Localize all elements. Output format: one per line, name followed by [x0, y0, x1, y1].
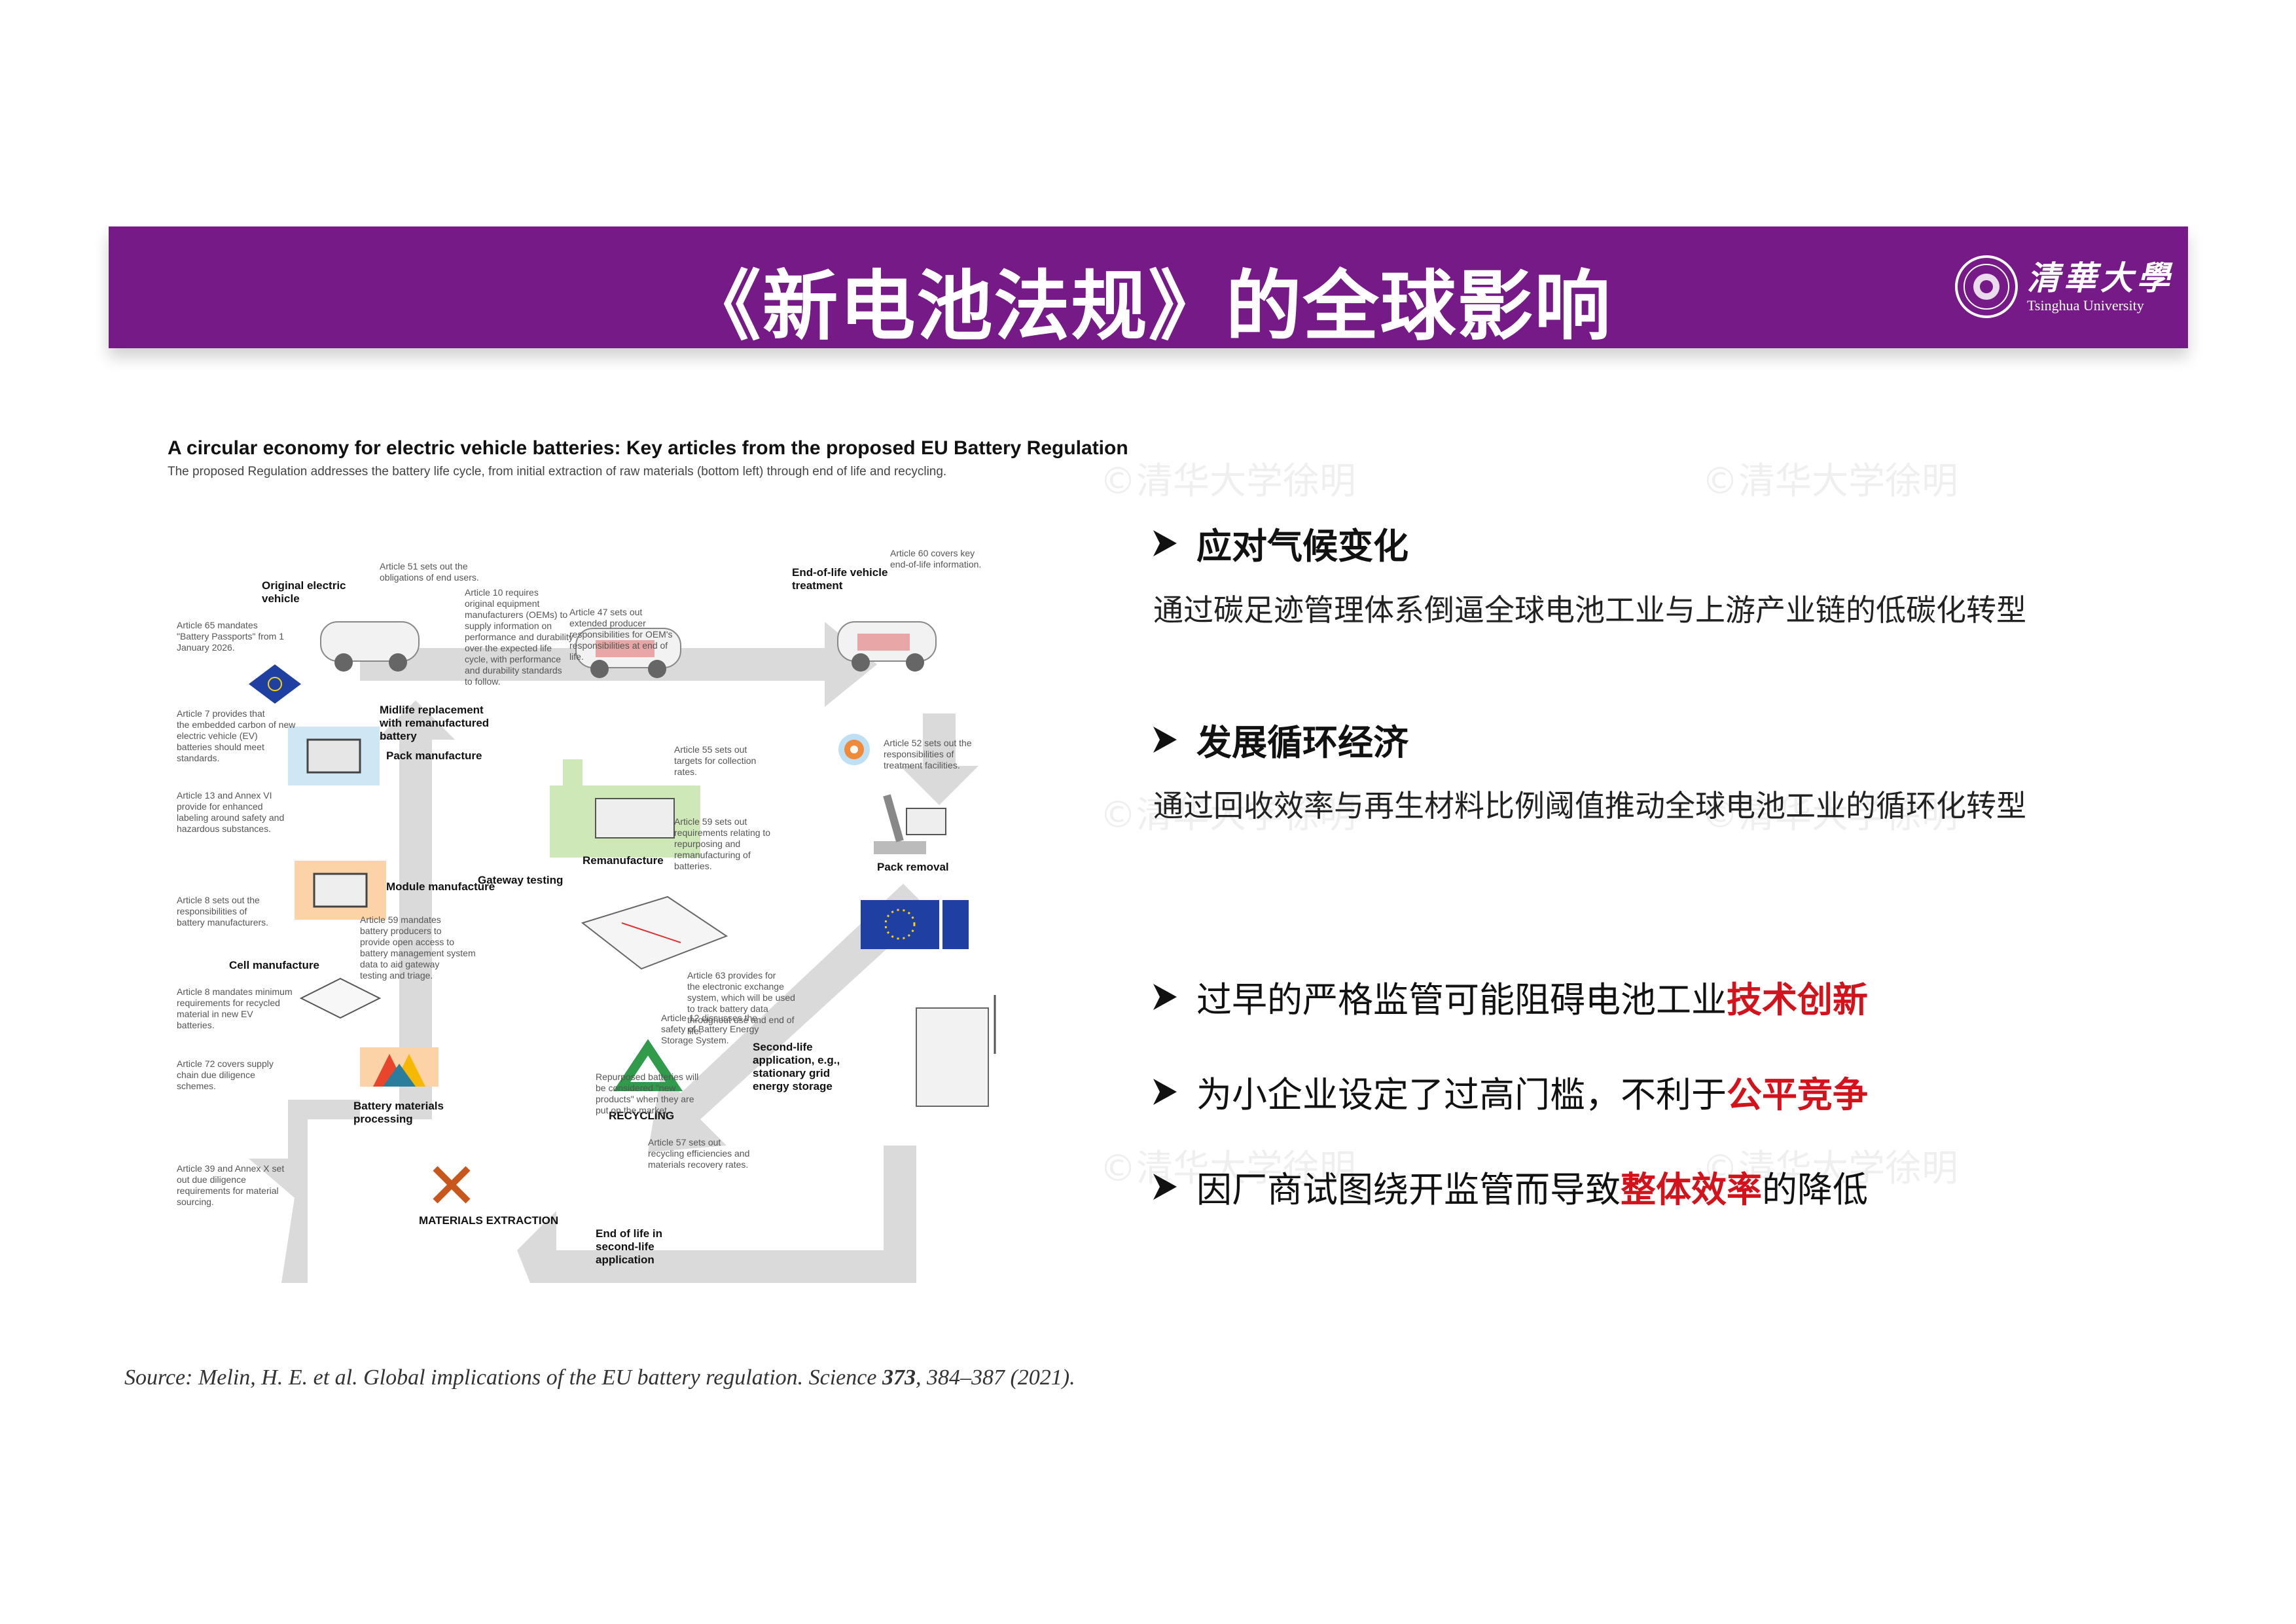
concern-efficiency-pre: 因厂商试图绕开监管而导致 — [1196, 1169, 1621, 1210]
point-climate-desc: 通过碳足迹管理体系倒逼全球电池工业与上游产业链的低碳化转型 — [1153, 592, 2026, 628]
source-suffix: , 384–387 (2021). — [915, 1365, 1075, 1390]
concern-innovation: 过早的严格监管可能阻碍电池工业技术创新 — [1153, 971, 1868, 1022]
watermark: ©清华大学徐明 — [1100, 460, 1356, 503]
watermark: ©清华大学徐明 — [1702, 1147, 1958, 1190]
eu-flag-icon — [861, 900, 969, 949]
label-cell-manufacture: Cell manufacture — [229, 959, 319, 971]
module-icon — [295, 861, 386, 920]
label-gateway-testing: Gateway testing — [478, 874, 563, 886]
original-ev-icon — [320, 621, 420, 672]
concern-competition-text: 为小企业设定了过高门槛，不利于 — [1196, 1074, 1727, 1115]
remanufacture-factory-icon — [550, 759, 700, 857]
figure-title: A circular economy for electric vehicle … — [168, 437, 1128, 459]
pack-icon — [288, 727, 380, 785]
point-climate: 应对气候变化 — [1153, 517, 1408, 569]
source-prefix: Source: Melin, H. E. et al. Global impli… — [124, 1365, 882, 1390]
cell-icon — [299, 977, 382, 1019]
point-circular-desc: 通过回收效率与再生材料比例阈值推动全球电池工业的循环化转型 — [1153, 788, 2026, 823]
pickaxe-icon — [433, 1166, 471, 1204]
robot-arm-icon — [874, 794, 946, 854]
gateway-battery-icon — [581, 895, 728, 970]
concern-efficiency-highlight: 整体效率 — [1621, 1169, 1762, 1210]
label-pack-manufacture: Pack manufacture — [386, 749, 482, 762]
label-pack-removal: Pack removal — [877, 861, 949, 873]
materials-icon — [360, 1047, 439, 1087]
watermark: ©清华大学徐明 — [1100, 1147, 1356, 1190]
collection-target-icon — [838, 734, 870, 765]
storage-building-icon — [916, 995, 996, 1107]
flow-arrows — [249, 622, 978, 1283]
concern-competition-highlight: 公平竞争 — [1727, 1074, 1868, 1115]
eol-ev-icon — [837, 621, 937, 672]
watermark: ©清华大学徐明 — [1702, 794, 1958, 837]
label-module-manufacture: Module manufacture — [386, 880, 495, 893]
source-citation: Source: Melin, H. E. et al. Global impli… — [124, 1365, 1075, 1390]
label-remanufacture: Remanufacture — [583, 854, 664, 867]
university-seal-icon — [1955, 255, 2018, 318]
concern-innovation-highlight: 技术创新 — [1727, 979, 1868, 1020]
figure-subtitle: The proposed Regulation addresses the ba… — [168, 465, 947, 478]
recycling-icon — [613, 1039, 683, 1091]
bullet-arrow-icon — [1153, 1173, 1177, 1200]
bullet-arrow-icon — [1153, 530, 1177, 556]
point-circular: 发展循环经济 — [1153, 713, 1408, 765]
watermark: ©清华大学徐明 — [1100, 794, 1356, 837]
header-banner: 《新电池法规》的全球影响 清華大學 Tsinghua University — [109, 226, 2188, 351]
concern-efficiency: 因厂商试图绕开监管而导致整体效率的降低 — [1153, 1161, 1868, 1212]
concern-competition: 为小企业设定了过高门槛，不利于公平竞争 — [1153, 1066, 1868, 1117]
battery-regulation-figure: A circular economy for electric vehicle … — [164, 432, 1128, 1303]
watermark: ©清华大学徐明 — [1702, 460, 1958, 503]
midlife-ev-icon — [575, 628, 681, 678]
point-climate-title: 应对气候变化 — [1196, 526, 1408, 567]
point-circular-title: 发展循环经济 — [1196, 722, 1408, 763]
concern-innovation-text: 过早的严格监管可能阻碍电池工业 — [1196, 979, 1727, 1020]
source-volume: 373 — [882, 1365, 916, 1390]
bullet-arrow-icon — [1153, 983, 1177, 1010]
logo-chinese-name: 清華大學 — [2027, 259, 2174, 297]
label-recycling: RECYCLING — [609, 1110, 674, 1122]
concern-efficiency-post: 的降低 — [1762, 1169, 1868, 1210]
bullet-arrow-icon — [1153, 1078, 1177, 1105]
passport-icon — [249, 664, 301, 704]
label-materials-extraction: MATERIALS EXTRACTION — [419, 1214, 558, 1227]
university-logo: 清華大學 Tsinghua University — [1954, 254, 2174, 319]
bullet-arrow-icon — [1153, 726, 1177, 753]
slide-title: 《新电池法规》的全球影响 — [685, 262, 1612, 351]
note-article-65: Article 65 mandates"Battery Passports" f… — [177, 620, 284, 653]
logo-english-name: Tsinghua University — [2027, 297, 2144, 314]
